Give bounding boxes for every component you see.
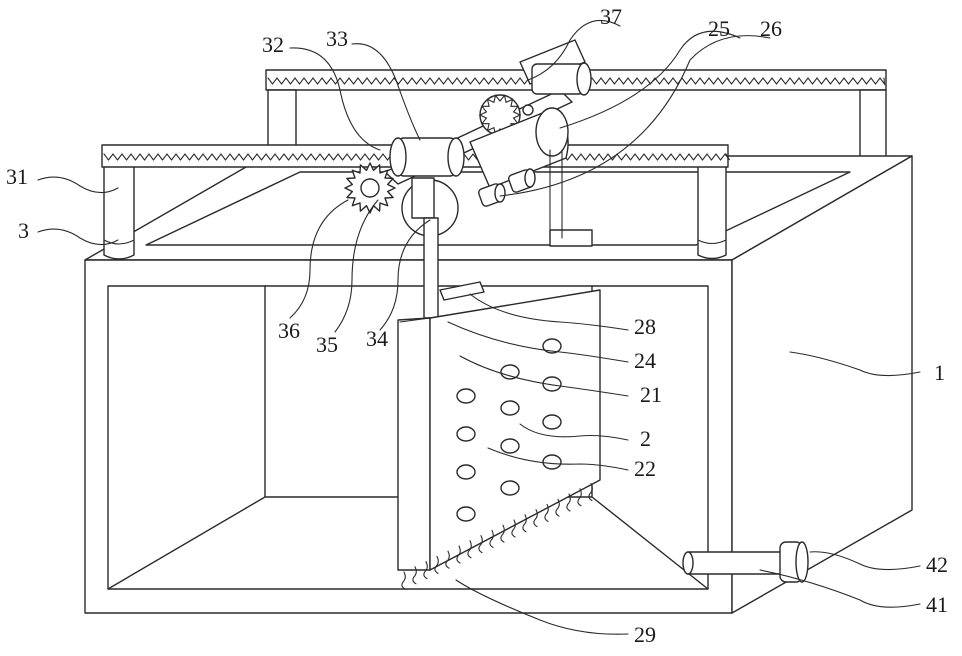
drain-pipe-41 (683, 552, 788, 574)
label-29: 29 (634, 622, 656, 647)
label-37: 37 (600, 4, 622, 29)
spray-hole (501, 481, 519, 495)
spray-hole (457, 507, 475, 521)
label-24: 24 (634, 348, 656, 373)
label-1: 1 (934, 360, 945, 385)
label-32: 32 (262, 32, 284, 57)
label-26: 26 (760, 16, 782, 41)
spray-hole (543, 415, 561, 429)
spray-hole (457, 427, 475, 441)
front-support-post-right (698, 166, 726, 259)
spray-hole (457, 389, 475, 403)
valve-42 (780, 542, 808, 582)
label-31: 31 (6, 164, 28, 189)
gear-36 (345, 163, 395, 213)
label-2: 2 (640, 426, 651, 451)
slider-block-33 (390, 138, 464, 176)
label-25: 25 (708, 16, 730, 41)
front-support-post-left (104, 166, 134, 259)
spray-hole (501, 439, 519, 453)
label-34: 34 (366, 326, 388, 351)
spray-hole (543, 455, 561, 469)
label-41: 41 (926, 592, 948, 617)
label-42: 42 (926, 552, 948, 577)
spray-hole (501, 401, 519, 415)
label-33: 33 (326, 26, 348, 51)
label-3: 3 (18, 218, 29, 243)
label-36: 36 (278, 318, 300, 343)
spray-hole (457, 465, 475, 479)
label-28: 28 (634, 314, 656, 339)
label-22: 22 (634, 456, 656, 481)
spray-hole (501, 365, 519, 379)
label-21: 21 (640, 382, 662, 407)
label-35: 35 (316, 332, 338, 357)
upper-slider-block (532, 63, 591, 95)
